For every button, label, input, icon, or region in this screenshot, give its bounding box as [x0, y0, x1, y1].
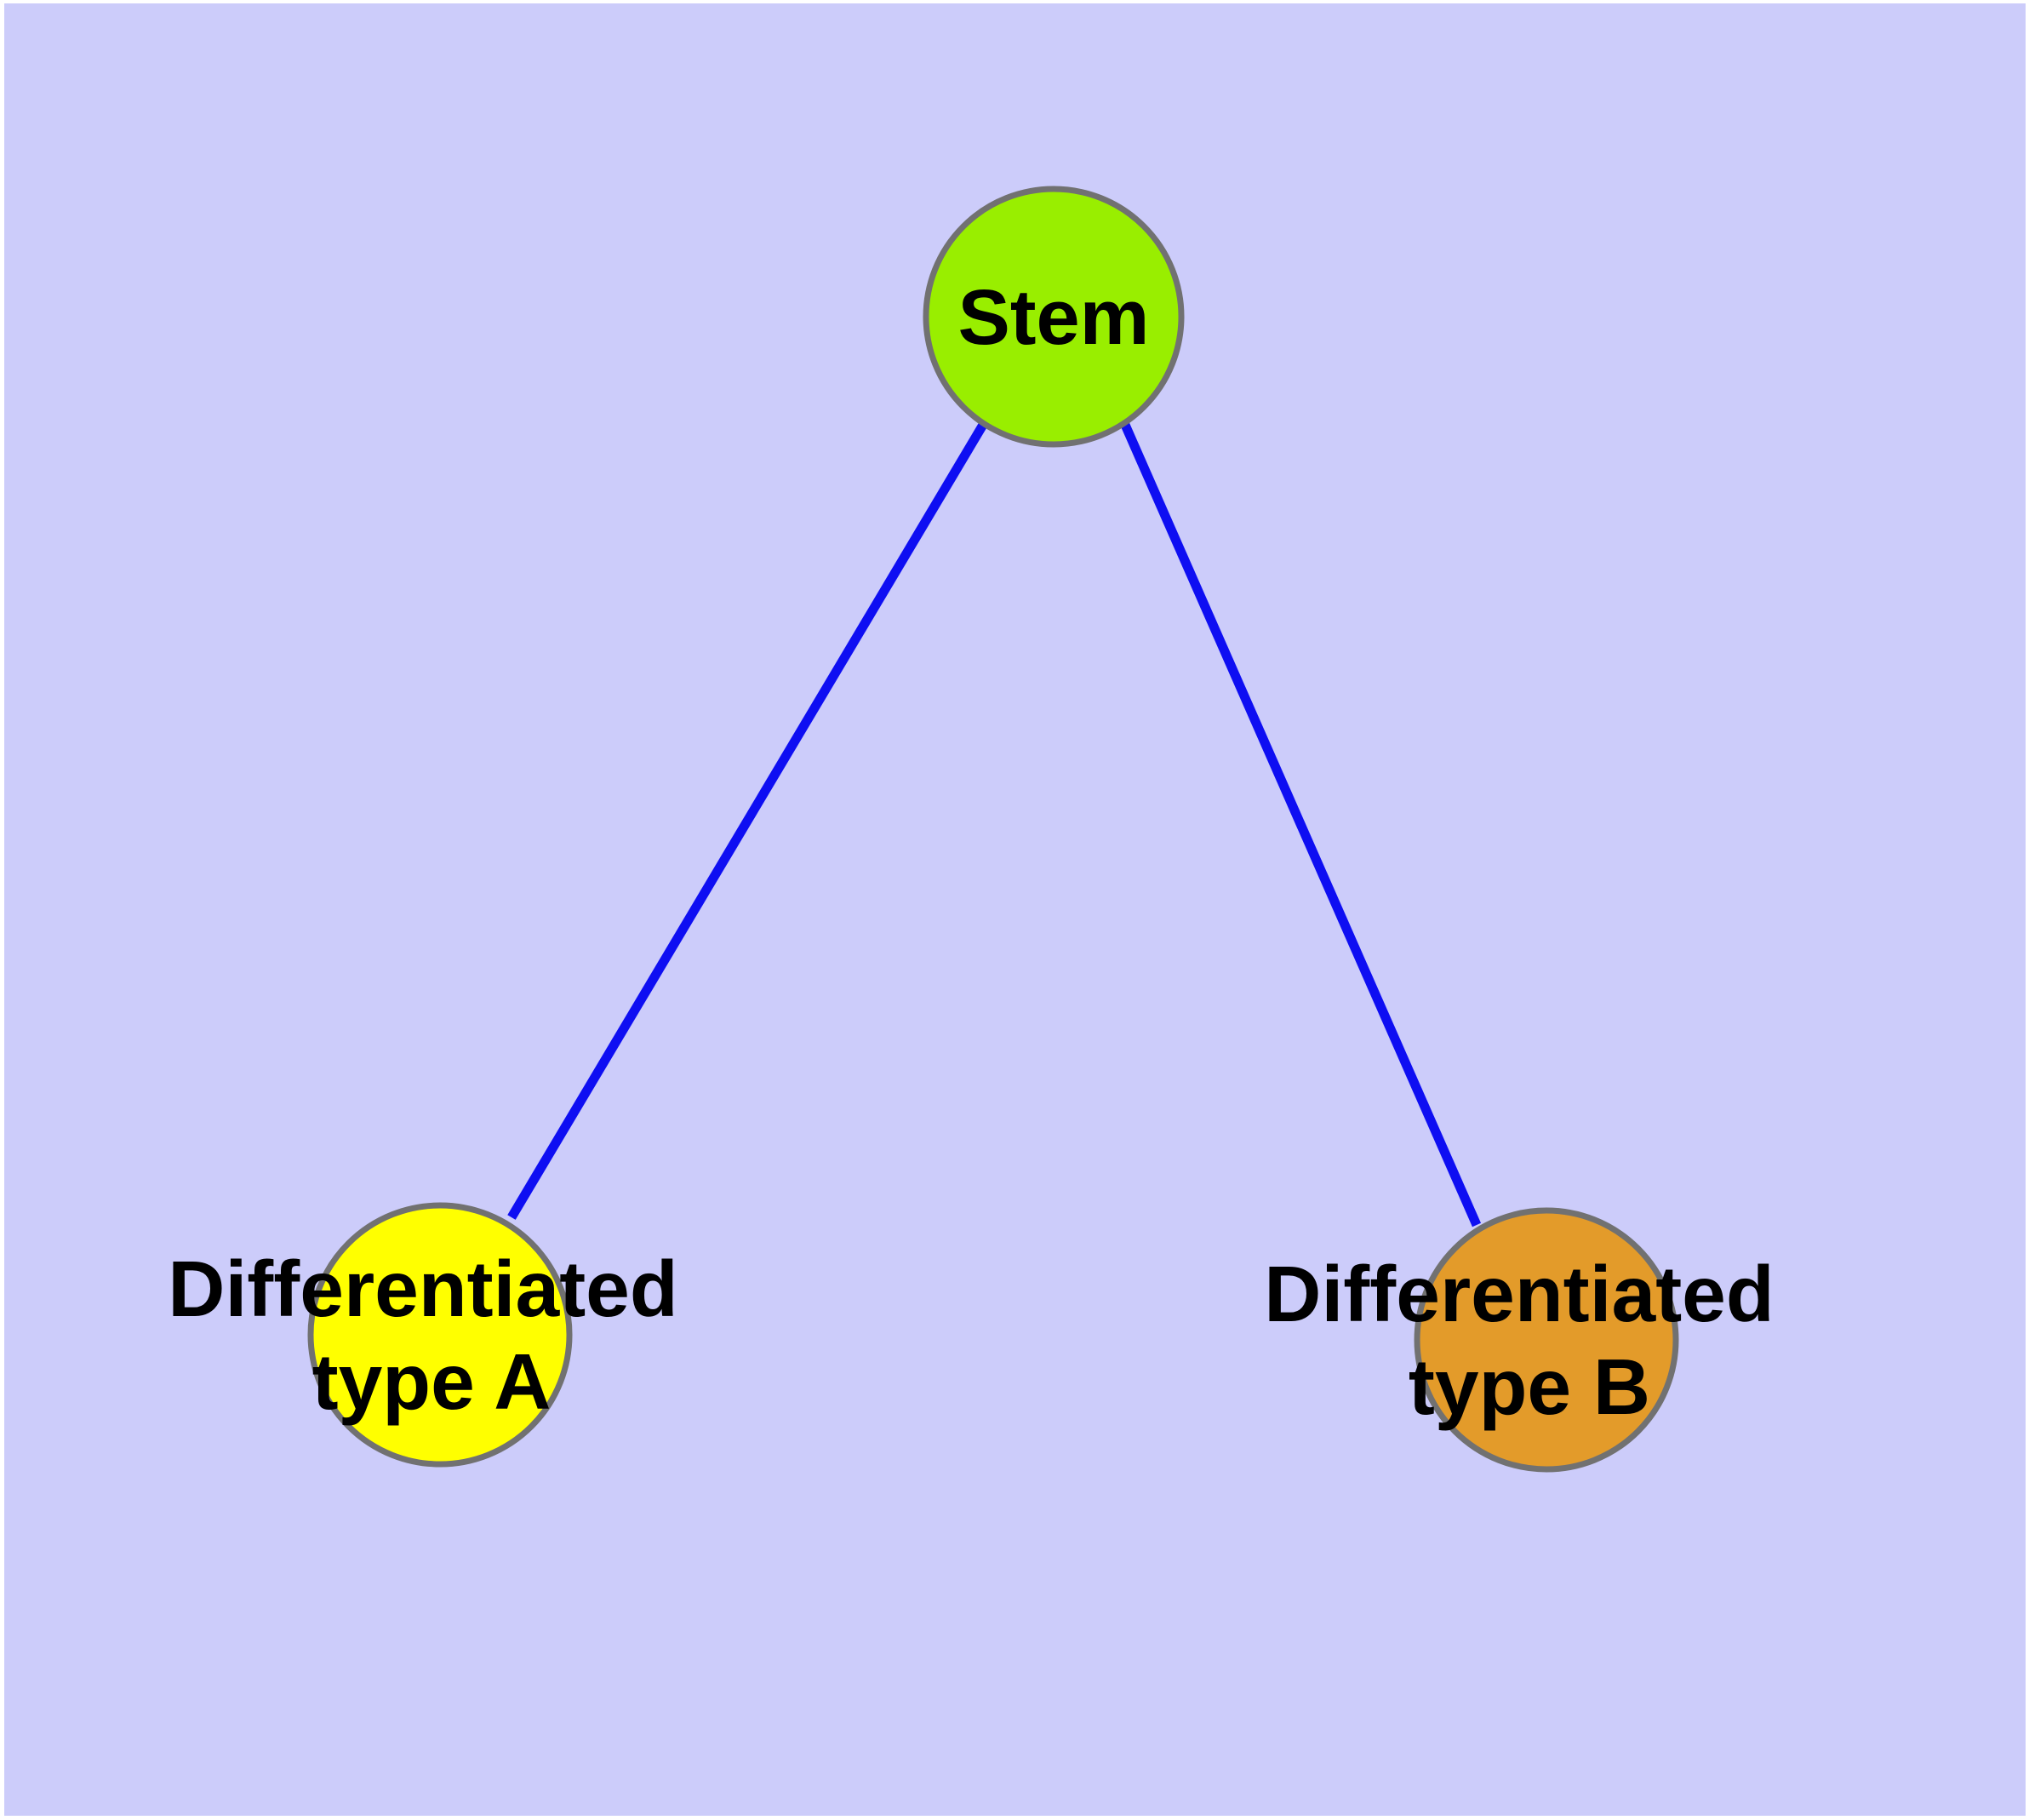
node-stem[interactable]: Stem: [923, 186, 1185, 448]
edge-layer: [507, 422, 1482, 1228]
node-differentiated-type-b[interactable]: Differentiated type B: [1264, 1207, 1775, 1473]
node-stem-circle[interactable]: [923, 186, 1185, 448]
edge-stem-to-differentiated-type-b[interactable]: [1120, 422, 1482, 1228]
node-stem-label: Stem: [958, 274, 1150, 361]
node-differentiated-type-a[interactable]: Differentiated type A: [168, 1202, 678, 1468]
node-differentiated-type-b-circle[interactable]: [1414, 1207, 1679, 1473]
node-layer: Stem Differentiated type A Differentiate…: [168, 186, 1775, 1473]
edge-stem-to-differentiated-type-a[interactable]: [507, 422, 987, 1220]
node-differentiated-type-b-label-line-1: Differentiated: [1264, 1250, 1774, 1338]
node-differentiated-type-a-circle[interactable]: [307, 1202, 573, 1468]
node-differentiated-type-a-label-line-1: Differentiated: [168, 1245, 677, 1333]
node-differentiated-type-a-label-line-2: type A: [312, 1337, 552, 1426]
node-differentiated-type-b-label-line-2: type B: [1409, 1342, 1650, 1431]
